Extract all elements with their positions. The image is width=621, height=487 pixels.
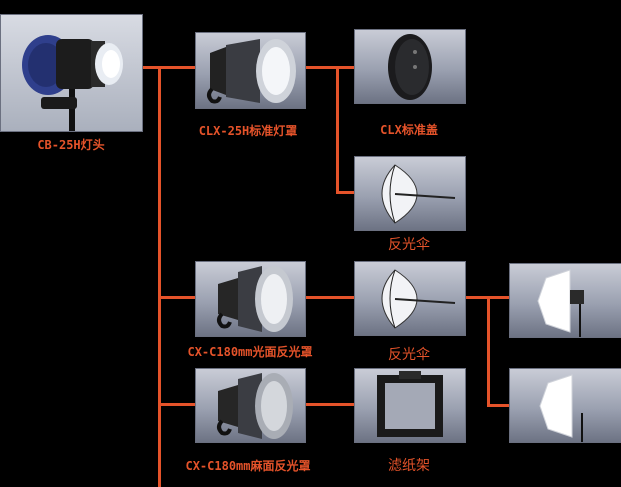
clx25h-reflector-label: CLX-25H标准灯罩 xyxy=(198,124,298,138)
connector-to-cx180-gloss xyxy=(158,296,195,299)
connector-clx25h-out xyxy=(304,66,354,69)
cx180-matte-reflector-image xyxy=(195,368,306,443)
clx-cover-label: CLX标准盖 xyxy=(380,123,438,137)
connector-head-trunk xyxy=(142,66,195,69)
cx180-matte-reflector-label: CX-C180mm麻面反光罩 xyxy=(185,459,311,473)
connector-gloss-to-umbrella2 xyxy=(304,296,354,299)
connector-main-vertical xyxy=(158,66,161,487)
connector-matte-to-filter xyxy=(304,403,354,406)
cx180-gloss-reflector-label: CX-C180mm光面反光罩 xyxy=(187,345,313,359)
connector-to-cx180-matte xyxy=(158,403,195,406)
connector-to-umbrella1 xyxy=(336,191,354,194)
cx180-gloss-reflector-image xyxy=(195,261,306,337)
umbrella1-image xyxy=(354,156,466,231)
filter-holder-image xyxy=(354,368,466,443)
umbrella-light-image-lower xyxy=(509,368,621,443)
flash-head-label: CB-25H灯头 xyxy=(37,138,105,152)
flash-head-image xyxy=(0,14,143,132)
clx-cover-image xyxy=(354,29,466,104)
connector-umbrella2-branch-vertical xyxy=(487,296,490,407)
connector-to-softbox-lower xyxy=(487,404,509,407)
filter-holder-label: 滤纸架 xyxy=(388,458,430,474)
umbrella2-image xyxy=(354,261,466,336)
connector-clx25h-branch-vertical xyxy=(336,66,339,194)
umbrella2-label: 反光伞 xyxy=(388,347,430,363)
umbrella-light-image-upper xyxy=(509,263,621,338)
umbrella1-label: 反光伞 xyxy=(388,237,430,253)
clx25h-reflector-image xyxy=(195,32,306,109)
